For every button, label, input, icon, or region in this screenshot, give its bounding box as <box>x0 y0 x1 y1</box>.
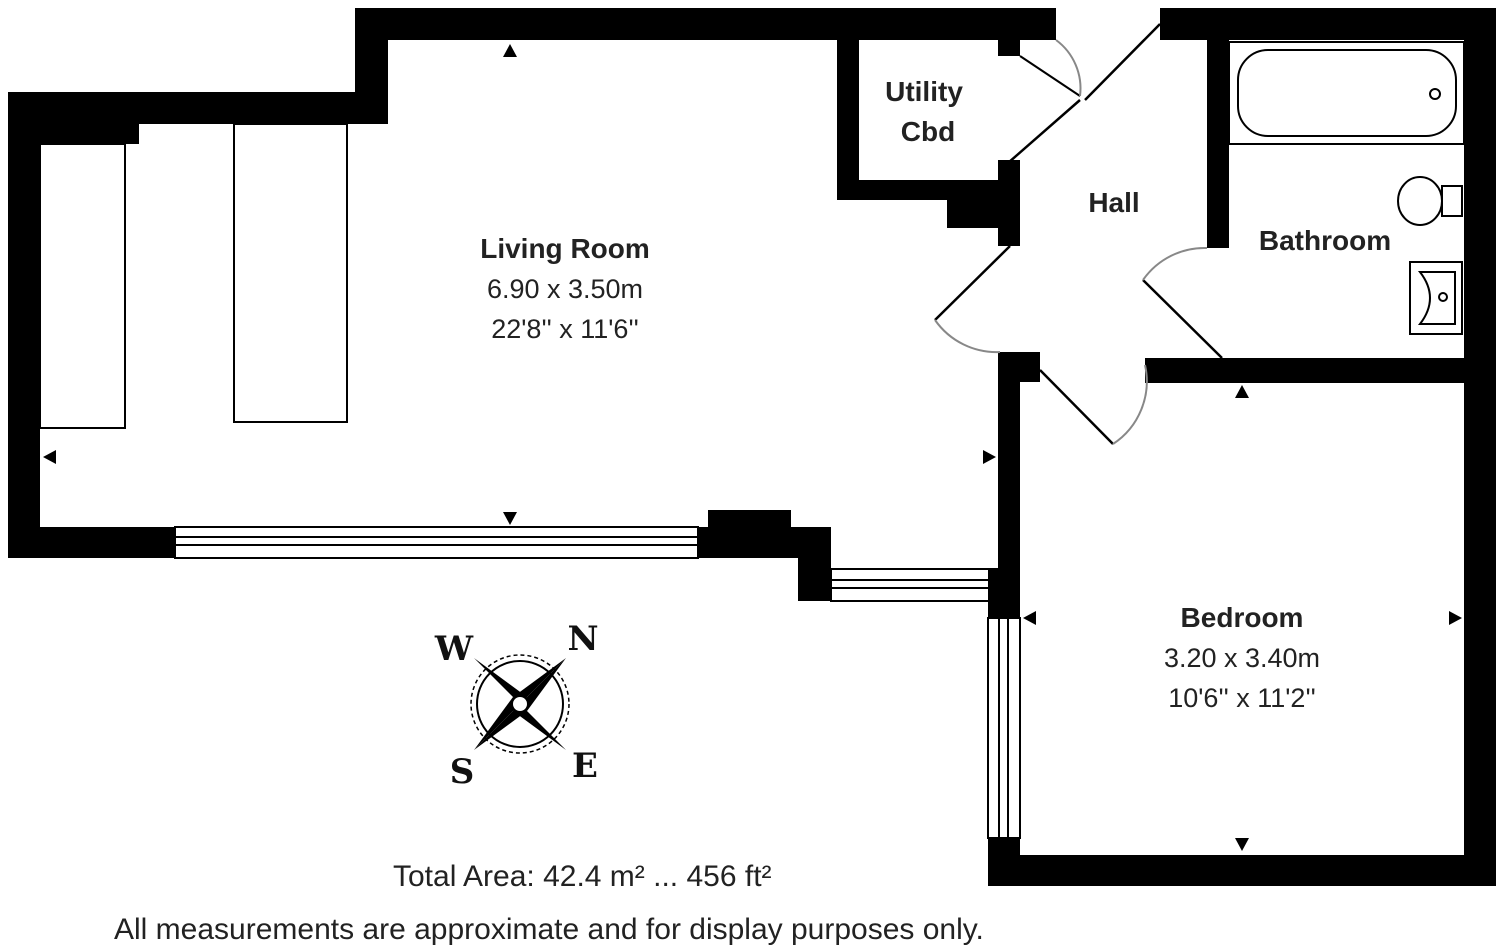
windows <box>174 526 1021 839</box>
walls <box>8 8 1496 886</box>
door-bathroom-leaf <box>1142 279 1223 359</box>
compass-needle-sw <box>474 697 520 750</box>
bedroom-imperial: 10'6'' x 11'2'' <box>1168 683 1316 713</box>
sink-basin-icon <box>1417 271 1456 325</box>
compass-letter-w: W <box>434 629 474 669</box>
wall-left <box>8 92 40 558</box>
marker-living-right <box>983 450 996 464</box>
marker-bedroom-right <box>1449 611 1462 625</box>
bathtub-drain-icon <box>1429 88 1441 100</box>
cabinet-left <box>39 143 126 429</box>
utility-name-line2: Cbd <box>901 116 955 147</box>
bedroom-metric: 3.20 x 3.40m <box>1164 643 1320 673</box>
door-bedroom-swing <box>1112 364 1148 445</box>
bathroom-name: Bathroom <box>1259 225 1391 256</box>
hall-name: Hall <box>1088 187 1139 218</box>
door-entrance-leaf <box>1084 23 1161 101</box>
compass-needle-ne-light <box>513 658 566 704</box>
window-living-bottom <box>174 526 699 559</box>
living-room-name: Living Room <box>480 233 650 264</box>
bedroom-name: Bedroom <box>1181 602 1304 633</box>
wall-right <box>1464 8 1496 886</box>
toilet-bowl-icon <box>1397 176 1443 226</box>
wall-living-corner <box>798 527 831 601</box>
living-room-metric: 6.90 x 3.50m <box>487 274 643 304</box>
door-living-swing <box>934 319 1001 354</box>
cabinet-middle <box>233 123 348 423</box>
door-utility-swing <box>1055 39 1082 97</box>
sink-drain-icon <box>1438 292 1448 302</box>
wall-living-bottom-pier <box>708 510 791 530</box>
wall-living-bedroom <box>998 352 1020 618</box>
compass-inner-ring <box>476 660 564 748</box>
wall-bedroom-bottom <box>988 855 1496 886</box>
window-bedroom-left <box>987 617 1021 839</box>
living-room-imperial: 22'8'' x 11'6'' <box>491 314 639 344</box>
compass-center <box>511 695 529 713</box>
wall-bath-bottom <box>1145 358 1496 383</box>
wall-living-bottom-left <box>8 527 175 558</box>
doors <box>934 23 1223 445</box>
marker-bedroom-bottom <box>1235 838 1249 851</box>
wall-utility-right-top <box>998 40 1020 56</box>
wall-bath-left <box>1207 8 1229 248</box>
wall-window-corner-block <box>988 569 1020 618</box>
wall-utility-right <box>998 160 1020 246</box>
compass-letter-s: S <box>450 752 475 792</box>
compass-needle-se <box>513 704 566 750</box>
marker-living-top <box>503 44 517 57</box>
door-living-leaf <box>934 245 1011 321</box>
compass-needle-ne <box>520 658 566 711</box>
wall-living-bedroom-stub <box>998 352 1040 382</box>
compass-outer-ring <box>470 654 570 754</box>
compass-letter-n: N <box>567 619 598 659</box>
marker-bedroom-top <box>1235 385 1249 398</box>
disclaimer-caption: All measurements are approximate and for… <box>114 913 984 946</box>
compass-letter-e: E <box>572 746 598 786</box>
marker-living-left <box>43 450 56 464</box>
door-cupboard-leaf <box>1007 99 1081 164</box>
furniture <box>39 123 348 429</box>
total-area-caption: Total Area: 42.4 m² ... 456 ft² <box>393 860 772 893</box>
bathtub-icon <box>1228 41 1465 145</box>
door-bedroom-leaf <box>1039 369 1114 445</box>
dimension-markers <box>43 44 1462 851</box>
compass-rose: W N S E <box>434 619 599 792</box>
marker-living-bottom <box>503 512 517 525</box>
bathtub-inner-icon <box>1237 49 1457 137</box>
wall-utility-left <box>837 40 859 200</box>
compass-needle-nw <box>474 658 527 704</box>
utility-name-line1: Utility <box>885 76 963 107</box>
sink-icon <box>1409 261 1463 335</box>
compass-needle-sw-light <box>474 704 527 750</box>
toilet-cistern-icon <box>1441 185 1463 217</box>
bathroom-fixtures <box>1228 41 1465 335</box>
door-utility-leaf <box>1019 55 1081 97</box>
marker-bedroom-left <box>1023 611 1036 625</box>
window-corner-horizontal <box>830 568 999 602</box>
door-bathroom-swing <box>1142 246 1208 281</box>
wall-living-top <box>355 8 1056 40</box>
